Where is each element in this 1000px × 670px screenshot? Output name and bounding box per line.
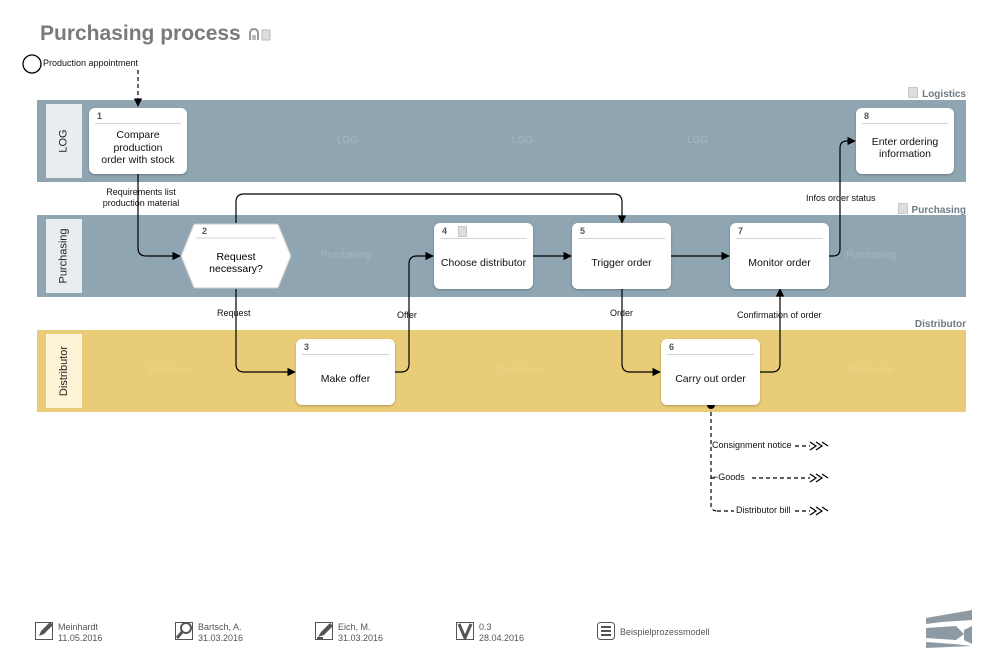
lane-watermark: Purchasing (321, 250, 372, 261)
node-text: Trigger order (591, 256, 652, 269)
node-number: 3 (304, 342, 310, 352)
lane-watermark: LOG (687, 135, 709, 146)
hexagon-shape (180, 223, 292, 289)
lane-logistics (37, 100, 966, 182)
process-node-6[interactable]: 6 Carry out order (661, 339, 760, 405)
edge-label-confirmation: Confirmation of order (737, 310, 822, 320)
node-number: 6 (669, 342, 675, 352)
edge-6-to-7 (760, 288, 785, 373)
lane-watermark: Purchasing (846, 250, 897, 261)
edge-5-to-6 (621, 289, 661, 377)
node-text: Make offer (320, 372, 371, 385)
lane-label-purchasing: Purchasing (860, 203, 966, 216)
node-number: 4 (442, 226, 448, 236)
node-number: 1 (97, 111, 103, 121)
lane-label-logistics: Logistics (880, 87, 966, 100)
lane-watermark: LOG (337, 135, 359, 146)
node-text: Monitor order (748, 256, 811, 269)
interface-icon (809, 441, 829, 516)
node-number: 7 (738, 226, 744, 236)
version-icon (456, 622, 474, 640)
doc-icon (897, 203, 908, 214)
process-node-5[interactable]: 5 Trigger order (572, 223, 671, 289)
decision-node-2[interactable]: 2 Request necessary? (180, 223, 292, 289)
node-text: Carry out order (675, 372, 746, 385)
doc-icon (908, 87, 919, 98)
title-icons (248, 27, 274, 47)
process-node-4[interactable]: 4 Choose distributor (434, 223, 533, 289)
output-consignment: Consignment notice (712, 440, 792, 450)
company-logo (926, 610, 972, 648)
edge-1-to-2 (137, 174, 181, 261)
output-goods: ~Goods (713, 472, 745, 482)
process-node-7[interactable]: 7 Monitor order (730, 223, 829, 289)
node-text: Choose distributor (440, 256, 527, 269)
start-event-label: Production appointment (43, 58, 139, 68)
page-title: Purchasing process (40, 22, 241, 45)
edge-label-offer: Offer (397, 310, 417, 320)
lane-side-distributor: Distributor (46, 334, 82, 408)
node-text: Compare production order with stock (101, 129, 175, 167)
lane-label-distributor: Distributor (914, 319, 966, 330)
doc-icon (458, 226, 467, 237)
lane-watermark: Distributor (498, 365, 544, 376)
process-node-1[interactable]: 1 Compare production order with stock (89, 108, 187, 174)
attachment-icon (249, 27, 271, 41)
model-icon (597, 622, 615, 640)
edge-label-request: Request (217, 308, 251, 318)
process-node-8[interactable]: 8 Enter ordering information (856, 108, 954, 174)
node-number: 8 (864, 111, 870, 121)
edge-label-requirements: Requirements list production material (102, 187, 180, 208)
lane-watermark: Distributor (148, 365, 194, 376)
pencil-icon (35, 622, 53, 640)
start-event-circle[interactable] (22, 54, 42, 74)
lane-side-logistics: LOG (46, 104, 82, 178)
edge-2-to-3 (235, 289, 296, 377)
lane-distributor (37, 330, 966, 412)
process-node-3[interactable]: 3 Make offer (296, 339, 395, 405)
lane-watermark: Distributor (848, 365, 894, 376)
lane-watermark: LOG (512, 135, 534, 146)
output-trunk (710, 405, 718, 512)
magnifier-icon (175, 622, 193, 640)
node-number: 2 (202, 226, 208, 236)
stamp-icon (315, 622, 333, 640)
node-number: 5 (580, 226, 586, 236)
edge-3-to-4 (395, 251, 434, 373)
node-text: Enter ordering information (871, 135, 939, 161)
node-text: Request necessary? (209, 250, 263, 276)
edge-2-to-5 (235, 193, 627, 224)
lane-side-purchasing: Purchasing (46, 219, 82, 293)
edge-7-to-8 (829, 136, 856, 257)
edge-label-infos: Infos order status (806, 193, 876, 203)
edge-label-order: Order (610, 308, 634, 318)
output-bill: Distributor bill (736, 505, 791, 515)
